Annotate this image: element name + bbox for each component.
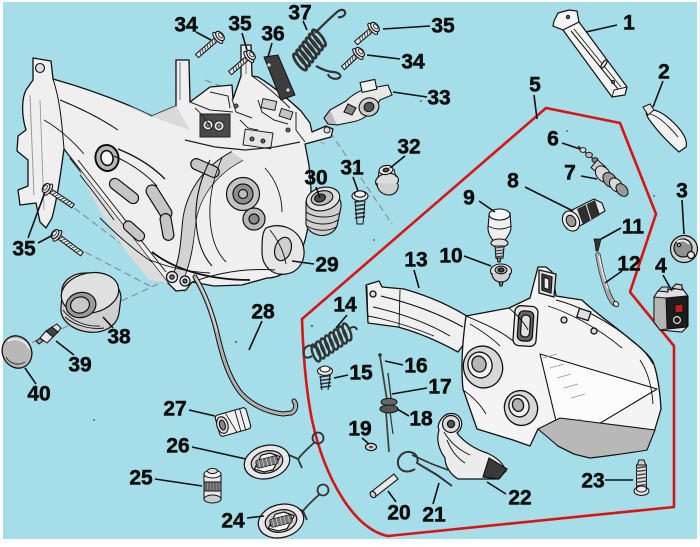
svg-text:38: 38 — [107, 325, 131, 348]
svg-text:6: 6 — [547, 127, 559, 150]
svg-text:32: 32 — [397, 135, 420, 158]
svg-text:22: 22 — [508, 486, 531, 509]
svg-text:26: 26 — [166, 434, 189, 457]
svg-text:1: 1 — [623, 11, 635, 34]
svg-text:36: 36 — [261, 22, 284, 45]
svg-text:37: 37 — [288, 1, 311, 24]
svg-text:17: 17 — [428, 375, 451, 398]
svg-text:27: 27 — [163, 397, 186, 420]
svg-text:30: 30 — [304, 166, 327, 189]
svg-text:34: 34 — [174, 13, 198, 36]
svg-text:35: 35 — [431, 14, 455, 37]
svg-text:35: 35 — [12, 237, 36, 260]
svg-text:2: 2 — [658, 60, 670, 83]
svg-text:10: 10 — [439, 244, 462, 267]
svg-text:24: 24 — [221, 509, 245, 532]
svg-text:9: 9 — [463, 186, 475, 209]
svg-text:15: 15 — [349, 361, 373, 384]
svg-text:4: 4 — [655, 254, 667, 277]
svg-text:16: 16 — [404, 354, 427, 377]
svg-text:11: 11 — [622, 215, 645, 238]
svg-text:14: 14 — [333, 293, 357, 316]
svg-text:40: 40 — [27, 382, 50, 405]
svg-text:23: 23 — [581, 469, 604, 492]
svg-text:28: 28 — [251, 300, 275, 323]
svg-text:19: 19 — [348, 417, 371, 440]
svg-text:33: 33 — [427, 86, 450, 109]
svg-text:3: 3 — [676, 179, 688, 202]
svg-text:29: 29 — [315, 253, 338, 276]
svg-text:8: 8 — [507, 169, 519, 192]
svg-text:12: 12 — [617, 252, 640, 275]
svg-text:35: 35 — [228, 12, 252, 35]
svg-text:5: 5 — [529, 73, 541, 96]
svg-text:25: 25 — [129, 466, 153, 489]
svg-text:20: 20 — [387, 501, 410, 524]
svg-text:7: 7 — [564, 161, 576, 184]
svg-text:31: 31 — [340, 156, 364, 179]
svg-text:13: 13 — [404, 248, 427, 271]
svg-text:34: 34 — [401, 50, 425, 73]
svg-text:39: 39 — [68, 353, 91, 376]
svg-text:21: 21 — [422, 503, 446, 526]
svg-text:18: 18 — [409, 407, 433, 430]
